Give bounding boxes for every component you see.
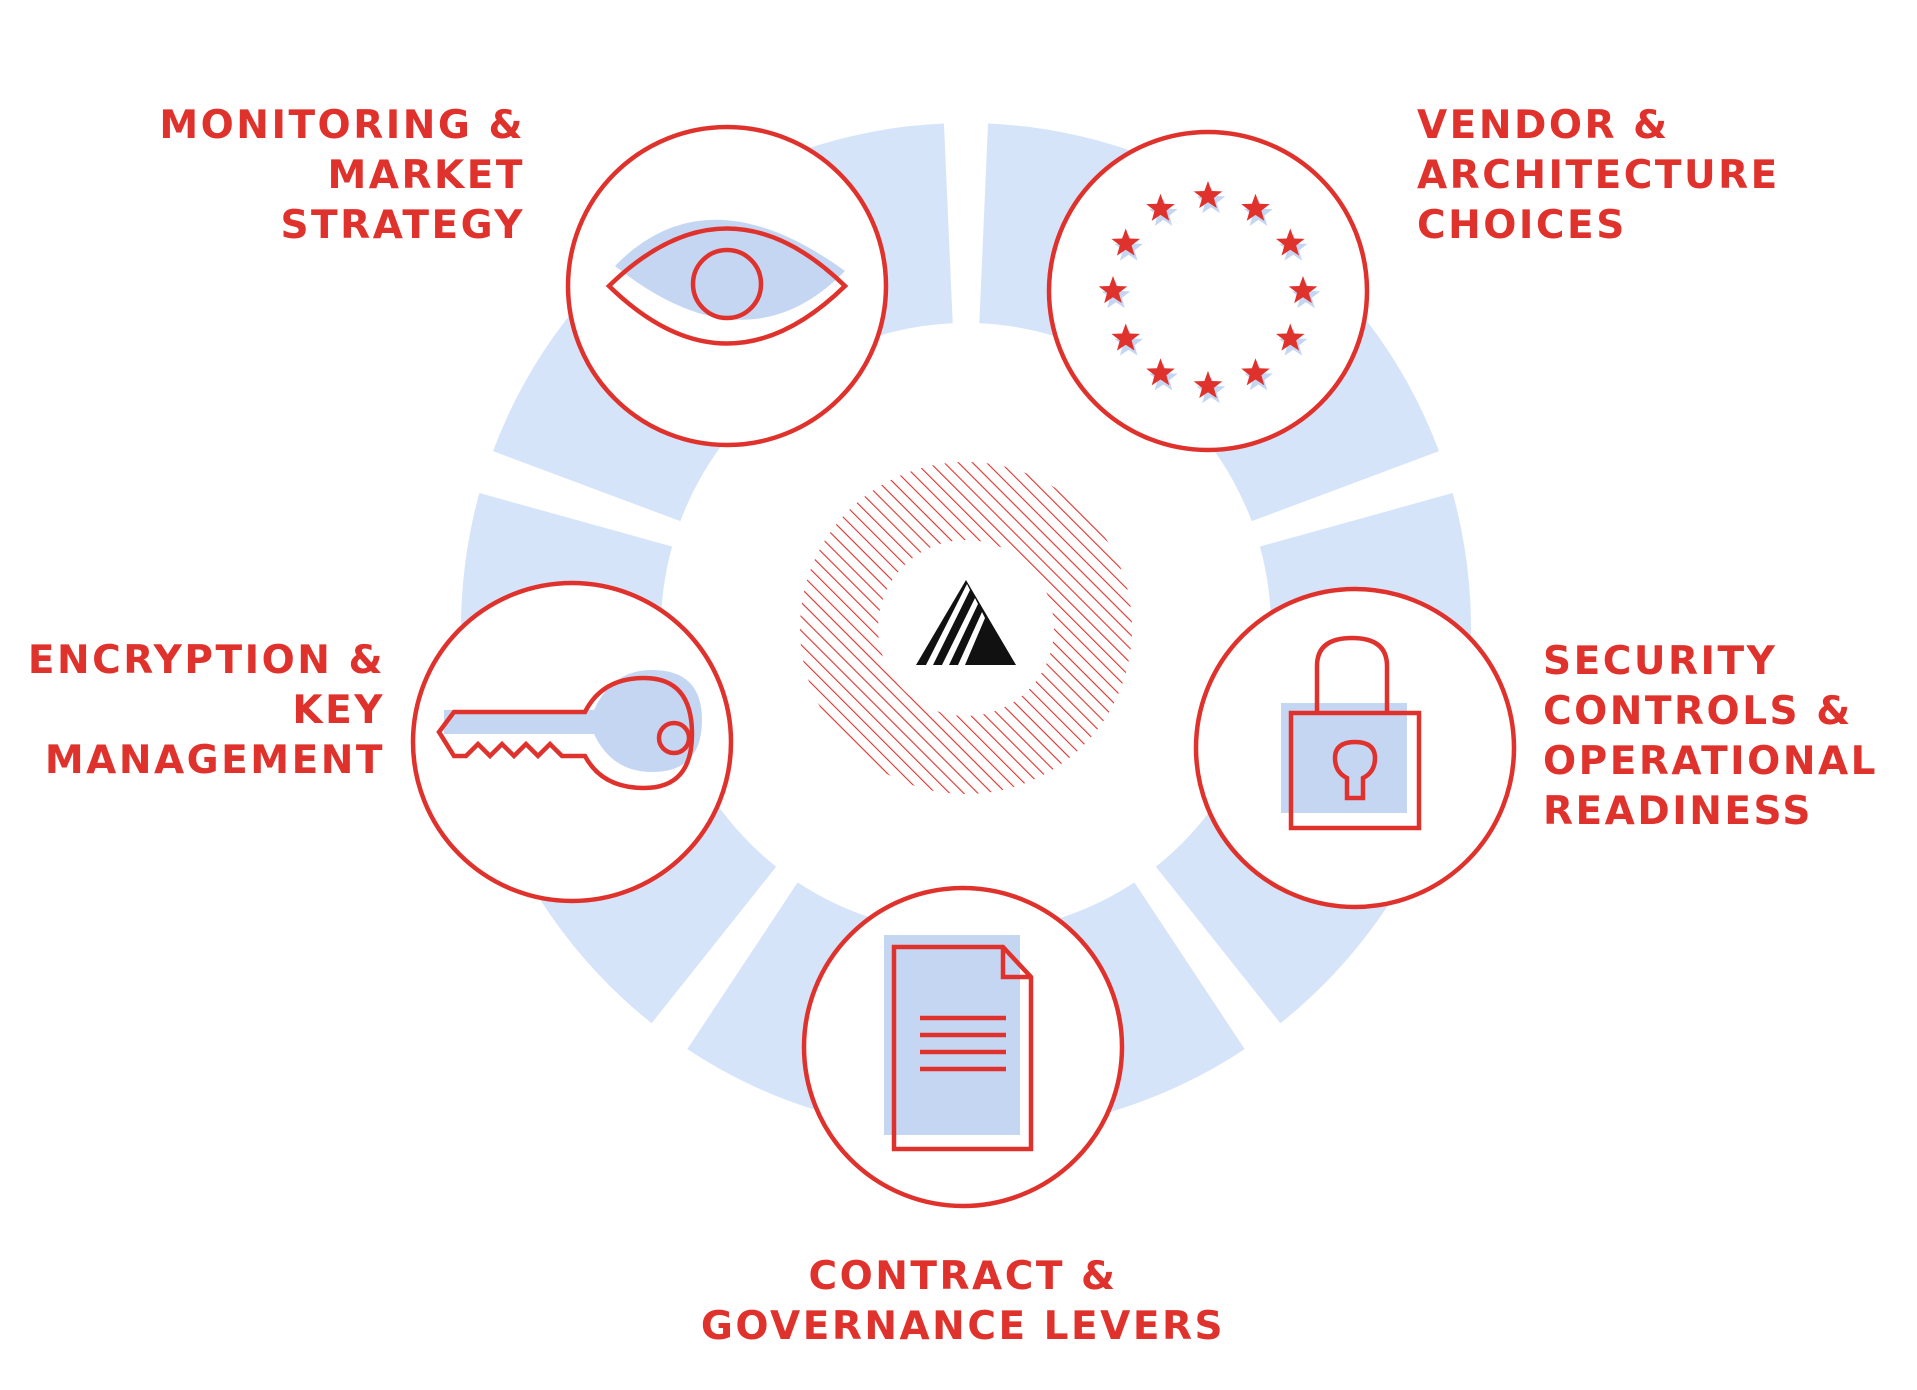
center-hub <box>800 462 1132 794</box>
label-contract: CONTRACT & GOVERNANCE LEVERS <box>663 1252 1263 1352</box>
document-icon <box>884 935 1034 1152</box>
eye-icon <box>605 219 849 346</box>
label-line: GOVERNANCE LEVERS <box>700 1304 1226 1349</box>
star-icon <box>1111 228 1140 256</box>
label-line: STRATEGY <box>280 203 525 248</box>
key-icon <box>436 670 702 791</box>
label-line: SECURITY <box>1543 639 1778 684</box>
label-line: OPERATIONAL <box>1543 739 1879 784</box>
star-circle-icon <box>1098 181 1321 404</box>
star-icon <box>1241 358 1270 386</box>
padlock-icon <box>1281 635 1422 831</box>
star-icon <box>1193 371 1223 399</box>
star-icon <box>1098 276 1128 304</box>
star-icon <box>1193 181 1223 209</box>
pyramid-logo-icon <box>916 580 1016 665</box>
label-line: CONTROLS & <box>1543 689 1853 734</box>
star-icon <box>1276 228 1305 256</box>
label-line: ARCHITECTURE <box>1417 153 1780 198</box>
star-icon <box>1146 358 1175 386</box>
label-encryption: ENCRYPTION & KEY MANAGEMENT <box>28 636 385 786</box>
node-contract[interactable] <box>801 885 1125 1209</box>
label-line: READINESS <box>1543 789 1813 834</box>
star-icon <box>1146 193 1175 221</box>
label-line: VENDOR & <box>1417 103 1670 148</box>
star-icon <box>1276 323 1305 351</box>
label-line: ENCRYPTION & <box>27 638 385 683</box>
node-circles <box>410 124 1517 1209</box>
label-line: MANAGEMENT <box>44 738 385 783</box>
label-line: MARKET <box>327 153 525 198</box>
label-line: CHOICES <box>1417 203 1627 248</box>
node-vendor[interactable] <box>1046 129 1370 453</box>
label-security: SECURITY CONTROLS & OPERATIONAL READINES… <box>1543 637 1878 837</box>
node-security[interactable] <box>1193 586 1517 910</box>
label-line: CONTRACT & <box>808 1254 1118 1299</box>
star-icon <box>1111 323 1140 351</box>
label-line: KEY <box>292 688 385 733</box>
node-encryption[interactable] <box>410 580 734 904</box>
hatched-ring <box>800 462 1132 794</box>
label-monitoring: MONITORING & MARKET STRATEGY <box>159 101 525 251</box>
label-line: MONITORING & <box>159 103 525 148</box>
node-monitoring[interactable] <box>565 124 889 448</box>
star-icon <box>1241 193 1270 221</box>
label-vendor: VENDOR & ARCHITECTURE CHOICES <box>1417 101 1780 251</box>
star-icon <box>1288 276 1318 304</box>
